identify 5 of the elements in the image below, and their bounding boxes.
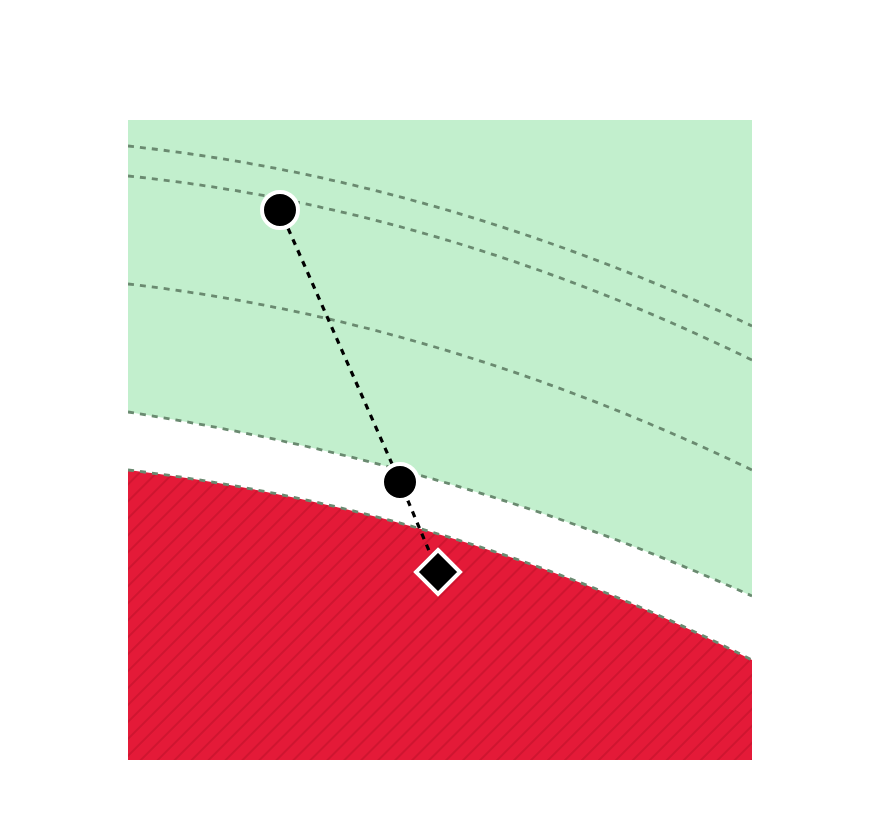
dotted-line	[406, 499, 433, 556]
diamond-marker	[414, 548, 462, 596]
point-marker	[260, 190, 300, 230]
dotted-line	[286, 227, 394, 465]
point-marker	[380, 462, 420, 502]
